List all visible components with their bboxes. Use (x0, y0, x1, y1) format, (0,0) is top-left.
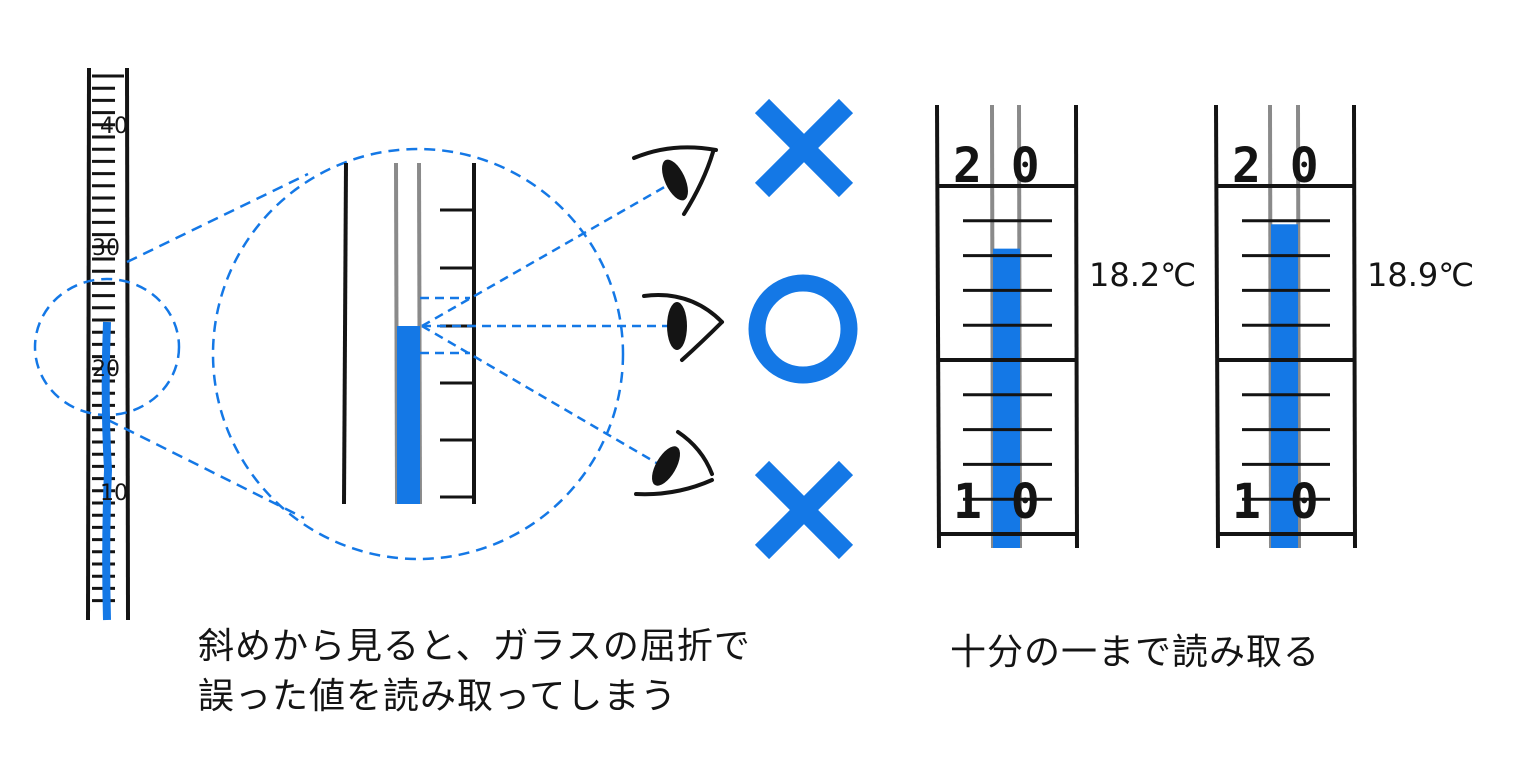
reading-1-outline-left (935, 104, 941, 549)
parallax-caption-line-1: 斜めから見ると、ガラスの屈折で (198, 626, 751, 667)
reading-example-1: 2 0 1 0 18.2℃ (935, 104, 1196, 549)
magnified-liquid (397, 326, 420, 504)
zoom-callout (33, 147, 625, 561)
reading-2-liquid (1271, 224, 1298, 548)
reading-1-outline-right (1074, 104, 1079, 549)
reading-2-outline-left (1214, 104, 1220, 549)
reading-example-2: 2 0 1 0 18.9℃ (1214, 104, 1474, 549)
left-thermometer-liquid (101, 321, 113, 621)
scale-label-20: 20 (92, 357, 120, 382)
left-thermometer-outline-left (86, 67, 91, 621)
sight-line-top (421, 183, 669, 328)
sight-line-bottom (421, 324, 661, 467)
eye-middle-icon (642, 293, 724, 362)
cross-mark-bottom-icon (754, 460, 854, 560)
reading-2-ticks (1216, 184, 1356, 536)
eye-top-icon (632, 145, 718, 216)
scale-label-30: 30 (92, 236, 120, 261)
reading-1-value-label: 18.2℃ (1089, 256, 1196, 294)
left-thermometer-outline-right (125, 67, 130, 621)
reading-2-value-label: 18.9℃ (1367, 256, 1474, 294)
circle-mark-middle-icon (748, 274, 858, 384)
parallax-caption: 斜めから見ると、ガラスの屈折で 誤った値を読み取ってしまう (198, 622, 751, 722)
zoom-line-top (126, 172, 309, 264)
scale-label-10: 10 (100, 481, 128, 506)
large-zoom-circle (211, 147, 625, 561)
reading-2-scale-top: 2 0 (1232, 138, 1319, 194)
magnified-outline-left (342, 162, 348, 505)
small-zoom-circle (33, 277, 181, 417)
reading-1-scale-bottom: 1 0 (953, 474, 1040, 530)
parallax-caption-line-2: 誤った値を読み取ってしまう (198, 676, 678, 717)
reading-1-scale-top: 2 0 (953, 138, 1040, 194)
left-thermometer: 40 30 20 10 (86, 67, 130, 621)
reading-caption: 十分の一まで読み取る (950, 632, 1321, 673)
eye-bottom-icon (634, 430, 714, 497)
reading-1-ticks (937, 184, 1078, 536)
magnified-thermometer (342, 162, 476, 505)
scale-label-40: 40 (100, 114, 128, 139)
reading-2-outline-right (1352, 104, 1357, 549)
magnified-tube-left (394, 162, 399, 505)
cross-mark-top-icon (754, 98, 854, 198)
zoom-line-bottom (107, 418, 305, 520)
reading-2-scale-bottom: 1 0 (1232, 474, 1319, 530)
sight-lines (420, 183, 670, 467)
